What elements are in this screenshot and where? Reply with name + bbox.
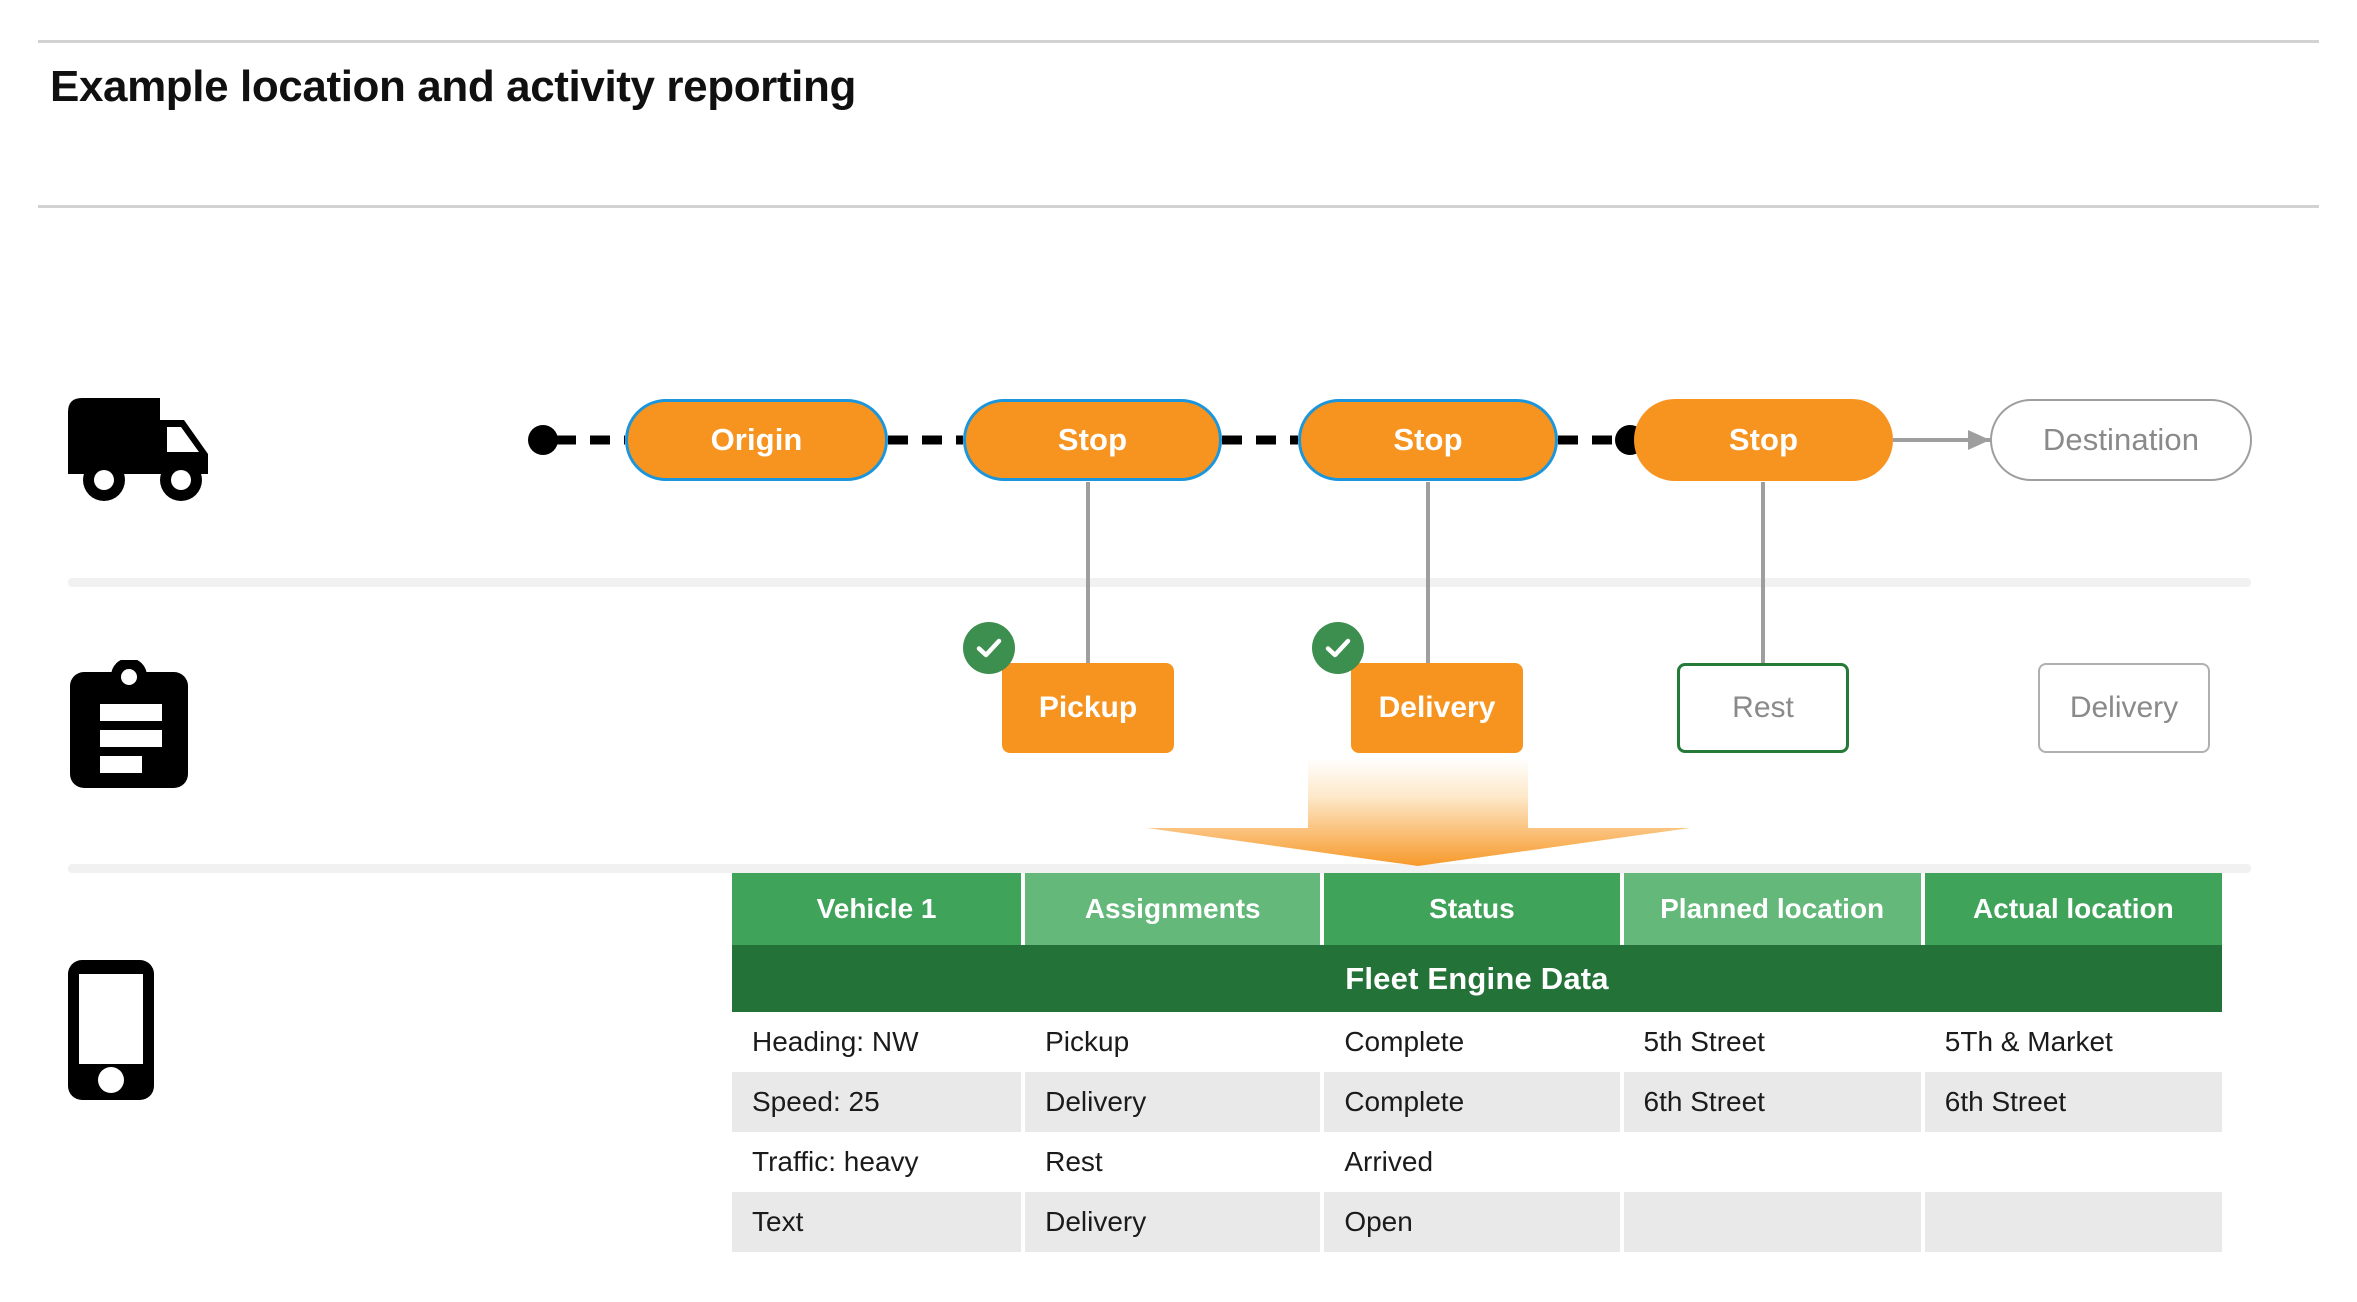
activity-card-label: Pickup bbox=[1038, 691, 1138, 724]
cell-assignment: Delivery bbox=[1021, 1072, 1325, 1132]
cell-status: Complete bbox=[1320, 1072, 1624, 1132]
column-header-vehicle[interactable]: Vehicle 1 bbox=[732, 873, 1026, 945]
route-node-label: Stop bbox=[1057, 422, 1128, 457]
route-node-origin[interactable]: Origin bbox=[625, 399, 888, 481]
page-title: Example location and activity reporting bbox=[50, 62, 856, 111]
route-node-label: Origin bbox=[710, 422, 803, 457]
header-rule-bottom bbox=[38, 205, 2319, 208]
table-row[interactable]: Heading: NW Pickup Complete 5th Street 5… bbox=[732, 1012, 2222, 1072]
cell-status: Open bbox=[1320, 1192, 1624, 1252]
route-node-destination[interactable]: Destination bbox=[1990, 399, 2252, 481]
cell-status: Arrived bbox=[1320, 1132, 1624, 1192]
header-rule-top bbox=[38, 40, 2319, 43]
cell-assignment: Rest bbox=[1021, 1132, 1325, 1192]
route-node-label: Destination bbox=[2042, 422, 2200, 457]
cell-assignment: Pickup bbox=[1021, 1012, 1325, 1072]
column-header-assignments[interactable]: Assignments bbox=[1021, 873, 1325, 945]
cell-vehicle: Traffic: heavy bbox=[732, 1132, 1026, 1192]
mobile-phone-icon bbox=[68, 960, 154, 1105]
route-node-stop-3[interactable]: Stop bbox=[1634, 399, 1893, 481]
route-node-label: Stop bbox=[1728, 422, 1799, 457]
cell-planned-location: 5th Street bbox=[1619, 1012, 1925, 1072]
table-header-row: Vehicle 1 Assignments Status Planned loc… bbox=[732, 873, 2222, 945]
check-icon bbox=[1312, 622, 1364, 674]
fleet-engine-data-table: Fleet Engine Data Vehicle 1 Assignments … bbox=[732, 873, 2222, 1252]
cell-actual-location bbox=[1920, 1132, 2222, 1192]
column-header-planned-location[interactable]: Planned location bbox=[1619, 873, 1925, 945]
cell-actual-location: 6th Street bbox=[1920, 1072, 2222, 1132]
cell-planned-location bbox=[1619, 1192, 1925, 1252]
row-divider-activity-data bbox=[68, 864, 2251, 873]
column-header-status[interactable]: Status bbox=[1320, 873, 1624, 945]
route-node-stop-1[interactable]: Stop bbox=[963, 399, 1222, 481]
cell-actual-location bbox=[1920, 1192, 2222, 1252]
route-node-stop-2[interactable]: Stop bbox=[1298, 399, 1558, 481]
truck-icon bbox=[68, 398, 218, 513]
cell-vehicle: Speed: 25 bbox=[732, 1072, 1026, 1132]
column-header-actual-location[interactable]: Actual location bbox=[1920, 873, 2222, 945]
route-node-label: Stop bbox=[1393, 422, 1463, 457]
activity-card-delivery-open[interactable]: Delivery bbox=[2038, 663, 2210, 753]
table-title: Fleet Engine Data bbox=[732, 945, 2222, 1012]
activity-card-label: Rest bbox=[1732, 691, 1794, 724]
activity-card-pickup[interactable]: Pickup bbox=[1002, 663, 1174, 753]
activity-card-label: Delivery bbox=[2069, 691, 2179, 724]
table-row[interactable]: Speed: 25 Delivery Complete 6th Street 6… bbox=[732, 1072, 2222, 1132]
table-row[interactable]: Text Delivery Open bbox=[732, 1192, 2222, 1252]
cell-vehicle: Heading: NW bbox=[732, 1012, 1026, 1072]
row-divider-vehicle-activity bbox=[68, 578, 2251, 587]
table-title-row: Fleet Engine Data bbox=[732, 945, 2222, 1012]
cell-vehicle: Text bbox=[732, 1192, 1026, 1252]
cell-planned-location: 6th Street bbox=[1619, 1072, 1925, 1132]
cell-planned-location bbox=[1619, 1132, 1925, 1192]
clipboard-icon bbox=[70, 658, 188, 793]
activity-card-label: Delivery bbox=[1378, 691, 1496, 724]
activity-card-delivery-complete[interactable]: Delivery bbox=[1351, 663, 1523, 753]
activity-card-rest[interactable]: Rest bbox=[1677, 663, 1849, 753]
check-icon bbox=[963, 622, 1015, 674]
cell-assignment: Delivery bbox=[1021, 1192, 1325, 1252]
table-row[interactable]: Traffic: heavy Rest Arrived bbox=[732, 1132, 2222, 1192]
cell-actual-location: 5Th & Market bbox=[1920, 1012, 2222, 1072]
cell-status: Complete bbox=[1320, 1012, 1624, 1072]
